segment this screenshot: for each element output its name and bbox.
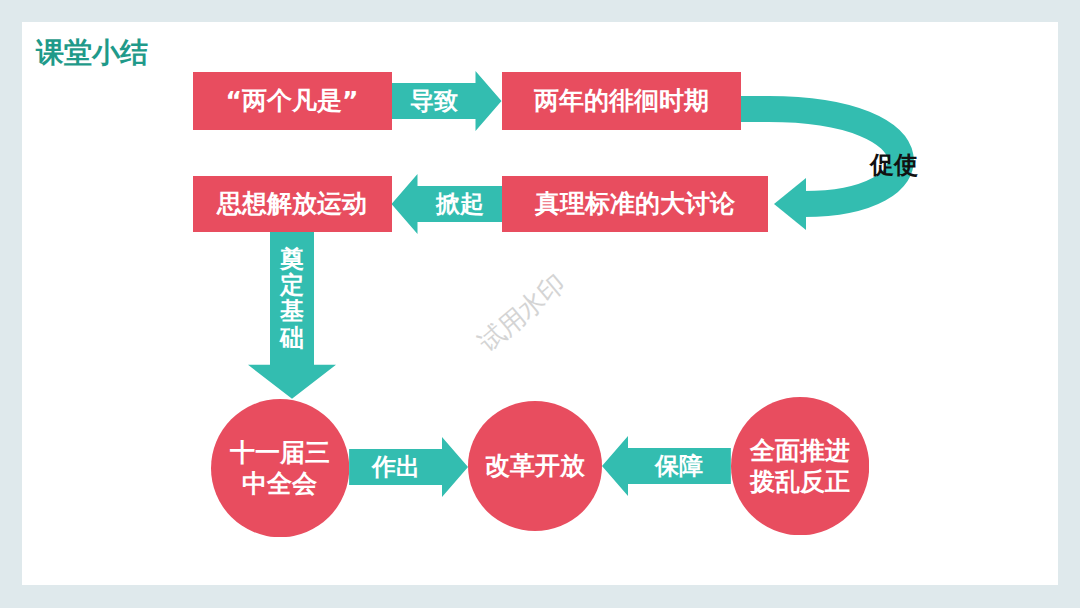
circle-shape: [731, 397, 869, 535]
edge-label: 促使: [870, 153, 918, 177]
node-text: “两个凡是”: [226, 85, 359, 116]
edge-label: 作出: [372, 455, 420, 479]
process-box: 思想解放运动: [193, 176, 392, 232]
slide-title: 课堂小结: [36, 34, 148, 72]
node-text: 真理标准的大讨论: [535, 188, 735, 219]
process-circle: 全面推进拨乱反正: [731, 397, 869, 535]
block-arrow: [349, 437, 468, 497]
node-text: 改革开放: [479, 450, 591, 481]
node-text: 十一届三中全会: [224, 437, 336, 500]
edge-label: 掀起: [436, 192, 484, 216]
block-arrow: [602, 436, 731, 496]
circle-shape: [211, 399, 349, 537]
process-circle: 十一届三中全会: [211, 399, 349, 537]
process-circle: 改革开放: [468, 401, 602, 531]
node-text: 两年的徘徊时期: [534, 85, 709, 116]
process-box: “两个凡是”: [193, 72, 392, 130]
process-box: 真理标准的大讨论: [502, 176, 768, 232]
node-text: 思想解放运动: [217, 188, 367, 219]
block-arrow: [392, 174, 503, 234]
node-text: 全面推进拨乱反正: [744, 435, 856, 498]
edge-label: 导致: [410, 89, 458, 113]
process-box: 两年的徘徊时期: [502, 72, 741, 130]
block-arrow: [392, 71, 502, 131]
edge-label: 奠定基础: [280, 246, 304, 352]
edge-label: 保障: [655, 454, 703, 478]
block-arrow: [248, 232, 336, 399]
